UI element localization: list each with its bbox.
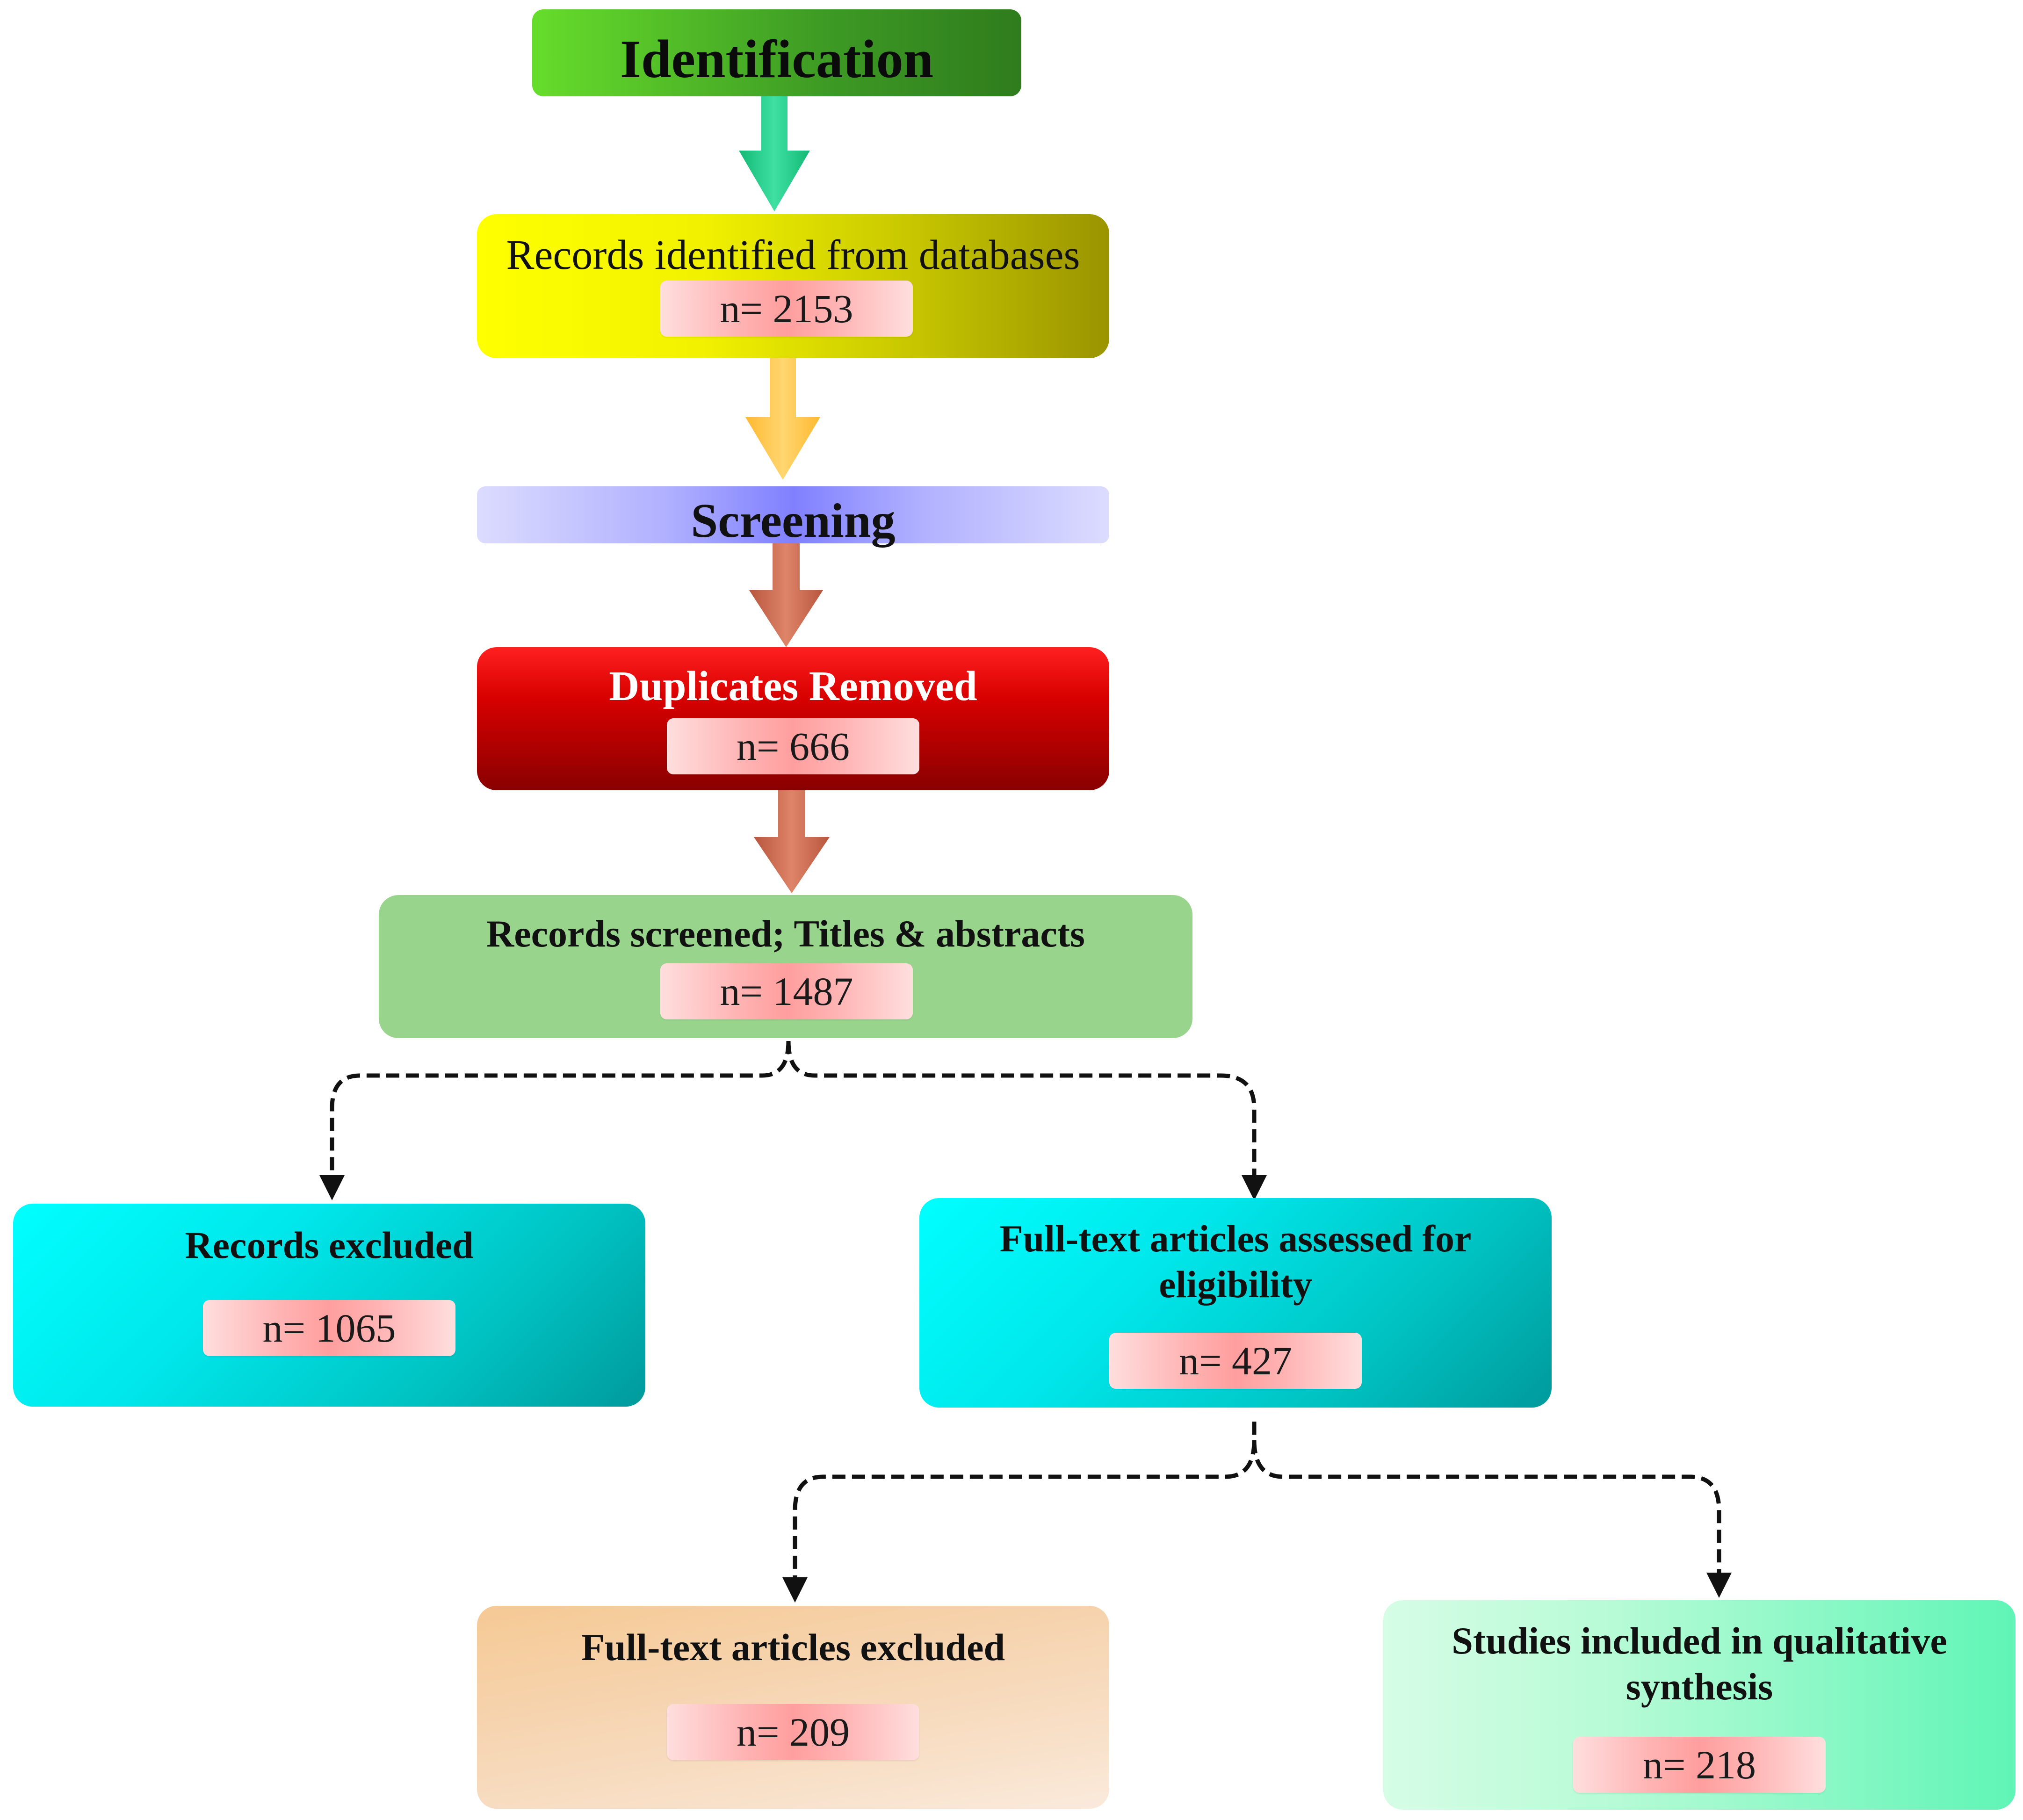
screening-box: Screening (477, 486, 1109, 548)
studies-included-count: n= 218 (1573, 1737, 1826, 1793)
arrow-duplicates-to-screened (754, 790, 830, 893)
records-excluded-count: n= 1065 (203, 1300, 455, 1356)
dashed-connector-to-fulltext-excluded (782, 1422, 1257, 1603)
duplicates-removed-label: Duplicates Removed (609, 663, 977, 709)
dashed-connector-to-records-excluded (319, 1040, 791, 1200)
records-screened-label: Records screened; Titles & abstracts (486, 912, 1085, 955)
records-identified-label: Records identified from databases (506, 232, 1080, 278)
records-identified-box: Records identified from databases n= 215… (477, 214, 1109, 358)
fulltext-assessed-count: n= 427 (1109, 1333, 1362, 1389)
screening-label: Screening (691, 494, 896, 548)
records-excluded-box: Records excluded n= 1065 (13, 1204, 645, 1407)
arrow-identification-to-records (739, 96, 810, 211)
records-identified-count: n= 2153 (660, 281, 913, 337)
arrow-records-to-screening (745, 358, 820, 480)
identification-label: Identification (620, 29, 934, 89)
identification-box: Identification (532, 9, 1021, 96)
records-screened-box: Records screened; Titles & abstracts n= … (379, 895, 1192, 1038)
duplicates-removed-box: Duplicates Removed n= 666 (477, 647, 1109, 790)
studies-included-label: Studies included in qualitative synthesi… (1452, 1619, 1947, 1708)
fulltext-excluded-box: Full-text articles excluded n= 209 (477, 1606, 1109, 1809)
dashed-connector-to-fulltext-assessed (786, 1040, 1267, 1200)
fulltext-excluded-count: n= 209 (667, 1704, 919, 1760)
fulltext-assessed-label: Full-text articles assessed for eligibil… (999, 1217, 1472, 1306)
arrow-screening-to-duplicates (749, 543, 823, 647)
records-screened-count: n= 1487 (660, 963, 913, 1019)
fulltext-assessed-box: Full-text articles assessed for eligibil… (919, 1198, 1552, 1408)
fulltext-excluded-label: Full-text articles excluded (581, 1626, 1005, 1668)
dashed-connector-to-studies-included (1252, 1440, 1732, 1598)
studies-included-box: Studies included in qualitative synthesi… (1383, 1600, 2016, 1810)
records-excluded-label: Records excluded (185, 1224, 474, 1266)
duplicates-removed-count: n= 666 (667, 718, 919, 774)
